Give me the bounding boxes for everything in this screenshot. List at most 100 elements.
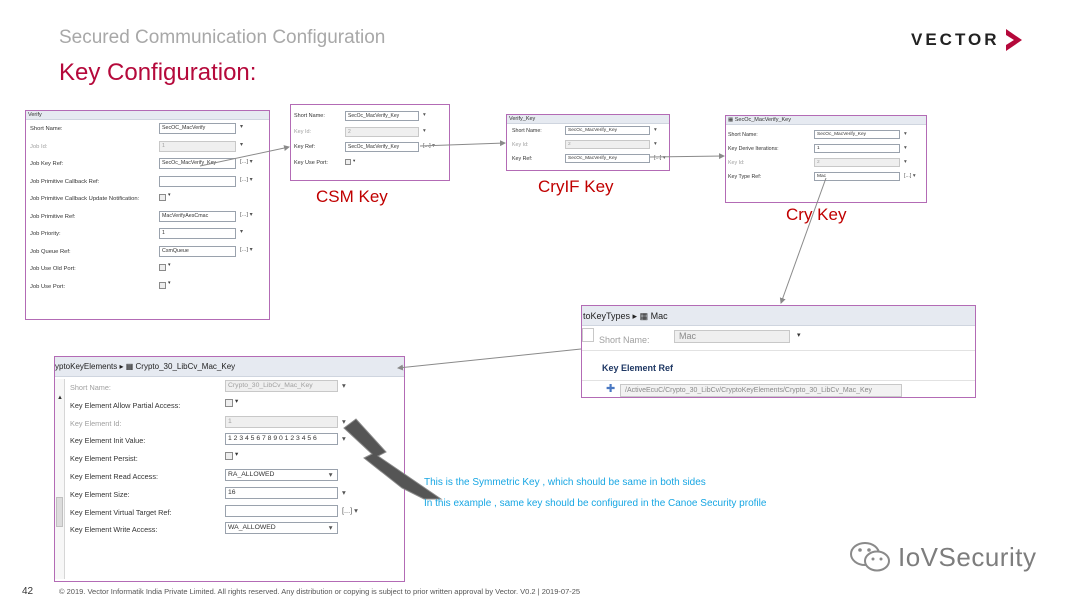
field-row: Job Use Old Port:▾ <box>26 263 269 277</box>
field-label: Job Priority: <box>30 231 61 237</box>
field-checkbox[interactable] <box>225 398 233 407</box>
key-element-ref-path[interactable]: /ActiveEcuC/Crypto_30_LibCv/CryptoKeyEle… <box>620 384 902 397</box>
panel-grid-icon: ▦ <box>728 117 735 123</box>
field-label: Key Ref: <box>512 156 533 162</box>
field-input[interactable]: 2 <box>814 158 900 167</box>
field-input[interactable]: SecOC_MacVerify <box>159 123 236 134</box>
field-row: Key Id:2▾ <box>726 158 926 170</box>
short-name-label: Short Name: <box>599 335 650 345</box>
browse-reference-icon[interactable]: [...] ▾ <box>342 505 358 515</box>
field-row: Short Name:SecOc_MacVerify_Key▾ <box>291 111 449 124</box>
field-checkbox[interactable] <box>159 194 166 201</box>
field-checkbox[interactable] <box>159 281 166 289</box>
grid-icon: ▦ <box>639 311 651 321</box>
field-input[interactable] <box>225 504 338 517</box>
cryif-key-callout: CryIF Key <box>538 177 614 196</box>
dropdown-arrow-icon[interactable]: ▾ <box>328 523 333 533</box>
breadcrumb-current: Crypto_30_LibCv_Mac_Key <box>135 362 236 371</box>
field-row: Short Name: SecOc_MacVerify_Key ▾ <box>507 126 669 138</box>
browse-reference-icon[interactable]: [...] ▾ <box>904 173 916 179</box>
field-input[interactable]: SecOc_MacVerify_Key <box>345 111 419 121</box>
dropdown-arrow-icon[interactable]: ▾ <box>904 159 907 165</box>
logo-text: VECTOR <box>911 30 1000 49</box>
divider <box>582 380 975 381</box>
field-input[interactable]: SecOc_MacVerify_Key <box>565 154 650 163</box>
field-input[interactable]: 1 <box>159 140 236 152</box>
field-input[interactable]: MacVerifyAesCmac <box>159 210 236 222</box>
dropdown-arrow-icon[interactable]: ▾ <box>342 381 346 390</box>
dropdown-arrow-icon[interactable]: ▾ <box>240 229 243 235</box>
dropdown-icon[interactable]: ▾ <box>797 332 801 339</box>
dropdown-arrow-icon[interactable]: ▾ <box>240 141 243 148</box>
field-input[interactable]: SecOc_MacVerify_Key <box>565 126 650 135</box>
browse-reference-icon[interactable]: [...] ▾ <box>654 155 666 161</box>
browse-reference-icon[interactable]: [...] ▾ <box>240 246 253 253</box>
browse-reference-icon[interactable]: [...] ▾ <box>423 143 435 149</box>
arrow-keytypes-to-element <box>397 348 582 371</box>
add-icon[interactable]: ✚ <box>606 383 616 395</box>
field-input[interactable]: 1 2 3 4 5 6 7 8 9 0 1 2 3 4 5 6 <box>225 433 338 446</box>
field-input[interactable]: Mac <box>814 172 900 181</box>
breadcrumb-parent[interactable]: toKeyTypes <box>583 311 631 321</box>
field-input[interactable]: SecOc_MacVerify_Key <box>159 158 236 169</box>
field-label: Key Element Write Access: <box>70 525 158 535</box>
scroll-thumb[interactable] <box>56 497 63 527</box>
dropdown-arrow-icon[interactable]: ▾ <box>423 112 426 118</box>
modified-star-icon: ▾ <box>168 280 171 286</box>
browse-reference-icon[interactable]: [...] ▾ <box>240 176 253 183</box>
field-input[interactable]: 2 <box>345 126 419 137</box>
key-element-panel: yptoKeyElements ▸ ▦ Crypto_30_LibCv_Mac_… <box>54 356 405 582</box>
field-input[interactable]: 1 <box>159 228 236 239</box>
dropdown-arrow-icon[interactable]: ▾ <box>423 127 426 134</box>
field-label: Key Element Size: <box>70 489 130 499</box>
dropdown-arrow-icon[interactable]: ▾ <box>342 434 346 444</box>
field-input[interactable]: 1 <box>225 415 338 428</box>
field-input[interactable]: 16 <box>225 486 338 499</box>
dropdown-arrow-icon[interactable]: ▾ <box>654 127 657 133</box>
field-input[interactable]: SecOc_MacVerify_Key <box>345 142 419 152</box>
field-select[interactable]: WA_ALLOWED <box>225 522 338 535</box>
field-row: Key Element Persist:▾ <box>55 451 404 466</box>
breadcrumb-separator-icon: ▸ <box>632 311 640 321</box>
field-label: Job Primitive Ref: <box>30 213 76 220</box>
watermark-text: IoVSecurity <box>898 541 1037 572</box>
field-input[interactable]: CsmQueue <box>159 245 236 257</box>
dropdown-arrow-icon[interactable]: ▾ <box>904 145 907 151</box>
field-row: Job Primitive Ref: MacVerifyAesCmac [...] … <box>26 210 269 225</box>
field-label: Job Primitive Callback Update Notificati… <box>30 196 140 202</box>
scroll-up-icon[interactable]: ▲ <box>57 395 63 401</box>
field-input[interactable]: Crypto_30_LibCv_Mac_Key <box>225 380 338 392</box>
field-checkbox[interactable] <box>159 264 166 271</box>
field-label: Key Element Persist: <box>70 454 138 464</box>
dropdown-arrow-icon[interactable]: ▾ <box>904 131 907 137</box>
field-checkbox[interactable] <box>345 158 351 165</box>
field-label: Short Name: <box>512 128 542 134</box>
cryif-key-header: Verify_Key <box>507 115 669 124</box>
field-label: Key Element Read Access: <box>70 472 159 481</box>
dropdown-arrow-icon[interactable]: ▾ <box>240 124 243 130</box>
field-checkbox[interactable] <box>225 452 233 461</box>
dropdown-arrow-icon[interactable]: ▾ <box>654 141 657 147</box>
key-types-panel: toKeyTypes ▸ ▦ Mac Short Name: Mac ▾ Key… <box>581 305 976 398</box>
breadcrumb-parent[interactable]: yptoKeyElements <box>55 362 118 371</box>
field-input[interactable] <box>159 175 236 187</box>
field-row: Key Element Virtual Target Ref:[...] ▾ <box>55 504 404 520</box>
browse-reference-icon[interactable]: [...] ▾ <box>240 159 253 165</box>
dropdown-arrow-icon[interactable]: ▾ <box>342 487 346 497</box>
dropdown-arrow-icon[interactable]: ▾ <box>328 470 333 479</box>
field-label: Key Element Id: <box>70 418 122 428</box>
field-row: Key Element Read Access: RA_ALLOWED▾ <box>55 469 404 484</box>
dropdown-arrow-icon[interactable]: ▾ <box>342 416 346 426</box>
note-line-2: In this example , same key should be con… <box>424 498 767 509</box>
vertical-scrollbar[interactable]: ▲ <box>55 379 65 579</box>
field-select[interactable]: RA_ALLOWED <box>225 469 338 481</box>
field-input[interactable]: 2 <box>565 140 650 149</box>
field-label: Key Derive Iterations: <box>728 146 779 152</box>
browse-reference-icon[interactable]: [...] ▾ <box>240 211 253 218</box>
field-label: Job Primitive Callback Ref: <box>30 178 100 185</box>
field-input[interactable]: 1 <box>814 144 900 153</box>
grid-icon: ▦ <box>125 362 136 371</box>
chevron-right-icon <box>1005 29 1022 51</box>
field-input[interactable]: SecOc_MacVerify_Key <box>814 130 900 139</box>
short-name-input[interactable]: Mac <box>674 330 790 343</box>
